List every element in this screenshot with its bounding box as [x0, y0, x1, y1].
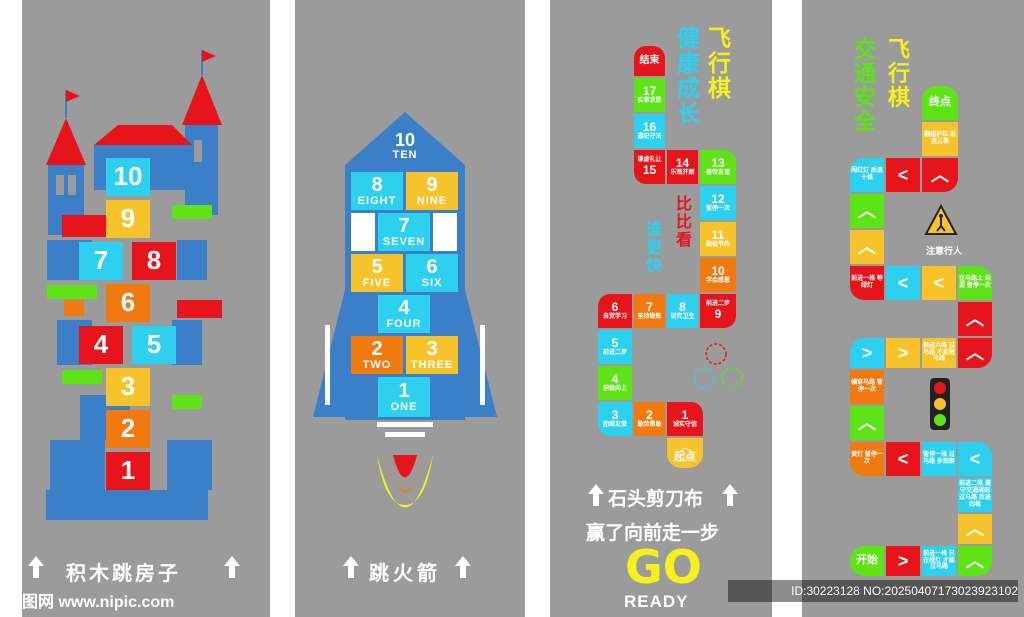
hop-square-1: 1 — [106, 452, 150, 490]
cell-start: ︿起点 — [667, 438, 703, 468]
chevron-up-icon: ︿ — [850, 406, 884, 440]
chevron-left-icon: > — [886, 338, 920, 368]
cell-finish: 终点 — [922, 86, 958, 120]
hop-square-7: 7 — [79, 242, 123, 280]
castle-illustration — [46, 50, 222, 520]
subtitle-faster: 谁更快 — [646, 222, 663, 275]
panel-flight-chess-traffic: 交通安全 飞行棋 终点 翻越护栏 后退三格 ︿ < 闯红灯 后退十格 ︿ ︿ 前… — [802, 0, 1024, 617]
cell-red-light: 闯红灯 后退十格 — [850, 158, 884, 192]
pedestrian-caption: 注意行人 — [926, 246, 963, 256]
game-rule-1: 石头剪刀布 — [608, 489, 704, 510]
chevron-left-icon: < — [886, 442, 920, 476]
chevron-up-icon: ︿ — [958, 546, 992, 576]
cell-wait-green: 前进一格 等绿灯 — [850, 266, 884, 300]
watermark-right: ID:30223128 NO:20250407173023923102 — [728, 580, 1018, 602]
subtitle-compare: 比比看 — [676, 196, 693, 249]
hop-square-3: 3 — [106, 368, 150, 406]
cell-no-crosswalk: 前进六格 过马路 不走斑马线 — [922, 338, 956, 368]
hop-square-5: 5 — [132, 326, 176, 364]
hop-square-2: 2 — [106, 410, 150, 448]
up-arrow-icon — [455, 556, 471, 578]
cell-obey-rules: 前进二格 遵守交通规则 过马路 后退四格 — [958, 478, 992, 512]
rock-paper-scissors-icon — [693, 343, 743, 389]
cell-jaywalk: 横穿马路 暂停一次 — [850, 370, 884, 404]
cell-yellow-light: 黄灯 暂停一次 — [850, 442, 884, 476]
cell-end: 结束 — [634, 46, 665, 76]
cell-observe: 暂停一格 过马路 多观察 — [922, 442, 956, 476]
rocket-window — [433, 213, 457, 251]
cell-play-road: 在马路上 玩耍 暂停一次 — [958, 266, 992, 300]
cell-climb-fence: 翻越护栏 后退三格 — [922, 122, 958, 156]
traffic-light-icon — [930, 378, 950, 430]
chevron-up-icon: ︿ — [958, 302, 992, 336]
title-flight-chess: 飞行棋 — [888, 37, 911, 110]
chevron-right-icon: > — [886, 546, 920, 576]
chevron-up-icon: ︿ — [958, 338, 992, 368]
cell-green-only: 前进一格 只在绿灯 才能过马路 — [922, 546, 956, 576]
title-flight-chess: 飞行棋 — [708, 25, 731, 101]
go-text: GO — [625, 540, 702, 594]
up-arrow-icon — [224, 556, 240, 578]
pedestrian-warning-icon — [924, 204, 958, 235]
up-arrow-icon — [28, 556, 44, 578]
chevron-left-icon: < — [886, 266, 920, 300]
title-traffic-safety: 交通安全 — [854, 37, 877, 134]
watermark-left: 昵图网 www.nipic.com — [6, 594, 175, 611]
chevron-up-icon: ︿ — [850, 194, 884, 228]
hop-square-10: 10 — [106, 158, 150, 196]
chevron-left-icon: < — [886, 158, 920, 192]
panel-block-hopscotch: 10 9 7 8 6 4 5 3 2 1 积木跳房子 — [22, 0, 270, 617]
chevron-up-icon: ︿ — [958, 514, 992, 544]
title-health: 健康成长 — [677, 25, 700, 126]
hop-square-6: 6 — [106, 284, 150, 322]
hop-square-9: 9 — [106, 200, 150, 238]
chevron-right-icon: > — [850, 338, 884, 368]
up-arrow-icon — [588, 484, 604, 506]
up-arrow-icon — [722, 484, 738, 506]
chevron-up-icon: ︿ — [850, 230, 884, 264]
chevron-left-icon: < — [958, 442, 992, 476]
chevron-up-icon: ︿ — [922, 158, 958, 192]
ready-text: READY — [624, 592, 689, 611]
chevron-left-icon: < — [922, 266, 956, 300]
game-rule-2: 赢了向前走一步 — [586, 523, 720, 544]
panel-caption: 积木跳房子 — [66, 563, 181, 585]
panel-caption: 跳火箭 — [369, 563, 441, 585]
cell-start: 开始 — [850, 546, 884, 576]
rocket-window — [351, 213, 375, 251]
hop-square-4: 4 — [79, 326, 123, 364]
up-arrow-icon — [343, 556, 359, 578]
hop-square-8: 8 — [132, 242, 176, 280]
